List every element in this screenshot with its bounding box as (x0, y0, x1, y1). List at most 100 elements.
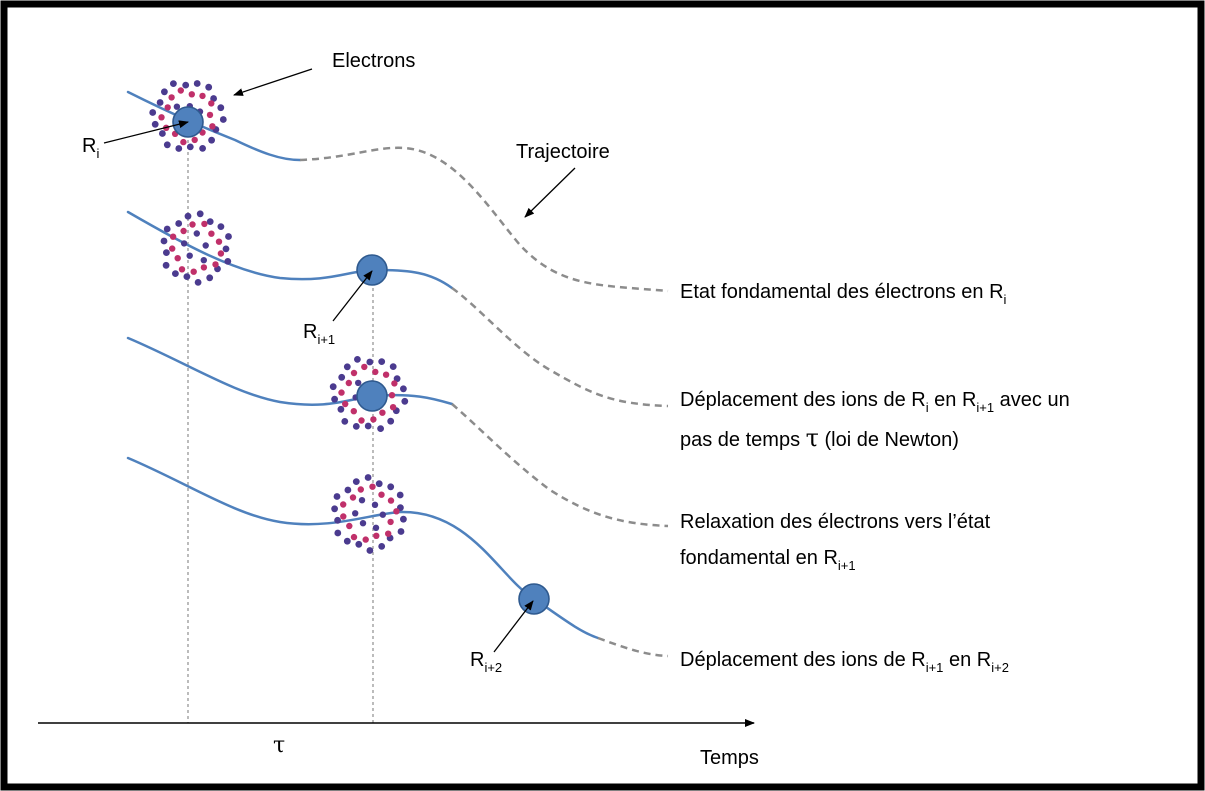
electron-dot (183, 273, 191, 280)
step-1-text: Etat fondamental des électrons en Ri (680, 281, 1007, 307)
electron-dot (387, 417, 395, 425)
electron-dot (206, 218, 214, 226)
text-run: Déplacement des ions de R (680, 389, 926, 411)
electron-dot (358, 497, 366, 504)
electron-dot (170, 80, 177, 87)
electron-dot (369, 483, 376, 490)
electron-dot (331, 505, 338, 513)
ri-arrow (103, 120, 189, 144)
electron-dot (373, 532, 380, 539)
electron-dot (370, 416, 377, 423)
electron-dot (206, 111, 214, 119)
electron-dot (349, 494, 357, 501)
electron-dot (338, 373, 346, 381)
electron-dot (184, 212, 192, 220)
electron-dot (371, 501, 379, 508)
electron-dot (343, 537, 351, 545)
trajectoire-label: Trajectoire (516, 141, 610, 163)
electron-dot (385, 530, 392, 537)
electron-dot (180, 227, 187, 235)
electron-dot (210, 95, 218, 102)
electron-dot (224, 258, 232, 265)
electron-dot (357, 486, 364, 493)
electron-dot (215, 238, 223, 245)
electron-dot (334, 516, 341, 524)
subscript-i1: i+1 (317, 332, 335, 347)
ri-label: Ri (82, 135, 99, 161)
electron-dot (200, 264, 208, 271)
text-run: Déplacement des ions de R (680, 649, 926, 671)
trajectory-dashed-row2 (451, 286, 669, 408)
electron-dot (375, 480, 383, 488)
electron-dot (156, 99, 164, 106)
electron-dot (333, 493, 341, 500)
electron-dot (178, 266, 186, 273)
subscript-run: i (926, 400, 929, 415)
electron-dot (222, 245, 230, 253)
electron-dot (344, 486, 352, 494)
electron-dot (189, 221, 196, 228)
electron-dot (340, 513, 347, 520)
trajectory-dashed-row4 (597, 636, 669, 658)
electron-dot (164, 104, 171, 111)
text-run: (loi de Newton) (819, 429, 959, 451)
step-2-text-line2: pas de temps τ (loi de Newton) (680, 424, 959, 452)
electron-dot (387, 483, 395, 491)
electron-dot (217, 104, 225, 112)
electron-dot (199, 92, 206, 100)
electron-dot (379, 409, 386, 416)
electron-dot (366, 547, 374, 554)
electron-dot (378, 543, 386, 550)
subscript-i: i (96, 146, 99, 161)
electron-dot (379, 511, 386, 518)
electron-dot (202, 242, 209, 249)
electron-dot (345, 379, 352, 387)
axis-label-temps: Temps (700, 747, 759, 769)
electron-dot (186, 252, 193, 259)
electron-dot (400, 515, 407, 523)
electron-dot (212, 261, 219, 268)
trajectory-dashed-row1 (299, 146, 669, 293)
electron-dot (191, 136, 198, 144)
trajectoire-arrow (524, 167, 576, 218)
electron-dot (341, 418, 349, 425)
electron-dot (188, 91, 195, 98)
electron-dot (162, 261, 170, 269)
electron-dot (389, 404, 397, 411)
electron-dot (352, 510, 359, 517)
electron-dot (217, 250, 225, 257)
electron-dot (208, 136, 216, 144)
electron-dot (190, 268, 197, 275)
electron-dot (334, 529, 342, 537)
ion-ri1-relaxed (356, 380, 388, 412)
electron-dot (158, 114, 165, 121)
electron-dot (382, 371, 390, 378)
electron-dot (329, 383, 337, 391)
electron-dot (372, 524, 380, 531)
electron-dot (378, 358, 386, 365)
electron-dot (175, 145, 183, 152)
electron-dot (163, 225, 171, 233)
electron-dot (208, 100, 215, 107)
ri1-label: Ri+1 (303, 321, 335, 347)
electron-dot (193, 80, 201, 87)
subscript-run: i (1004, 292, 1007, 307)
tau-label: τ (273, 733, 285, 758)
subscript-i2: i+2 (484, 660, 502, 675)
electron-dot (355, 540, 363, 548)
subscript-run: i+2 (991, 660, 1009, 675)
text-run: avec un (994, 389, 1070, 411)
electron-dot (352, 478, 360, 485)
electron-dot (342, 400, 349, 408)
electron-dot (208, 230, 215, 237)
step-4-text: Déplacement des ions de Ri+1 en Ri+2 (680, 649, 1009, 675)
ion-ri2 (518, 583, 550, 615)
electron-dot (389, 363, 397, 370)
step-3-text-line2: fondamental en Ri+1 (680, 547, 856, 573)
electron-dot (346, 522, 353, 530)
electron-dot (343, 363, 351, 371)
electron-cloud-row3 (329, 356, 409, 432)
electron-dot (172, 270, 179, 277)
